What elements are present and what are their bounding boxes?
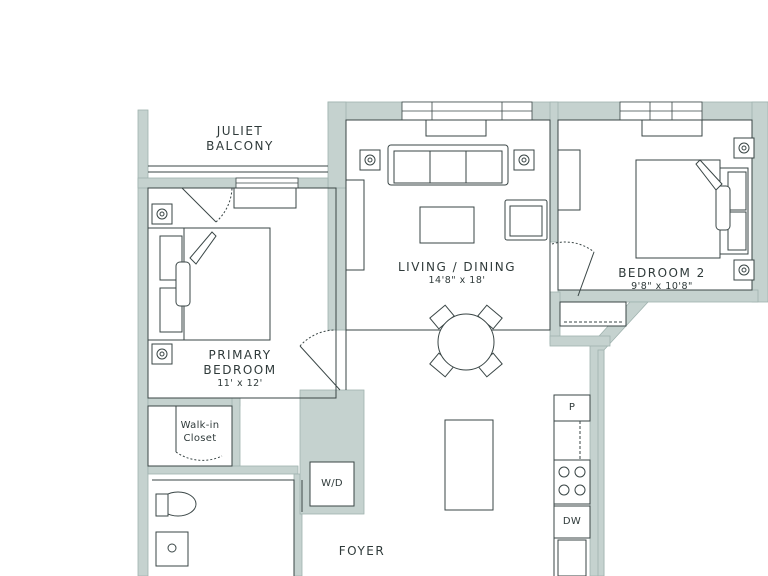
kitchen bbox=[309, 394, 591, 576]
balcony-rail bbox=[148, 165, 328, 173]
bedroom-2-label: BEDROOM 2 9'8" x 10'8" bbox=[610, 266, 714, 293]
foyer-label: FOYER bbox=[338, 544, 386, 558]
living-dining-dimensions: 14'8" x 18' bbox=[428, 275, 486, 286]
bedroom2-furniture bbox=[233, 119, 755, 327]
juliet-balcony-line1: JULIET bbox=[216, 124, 264, 138]
pantry-label: P bbox=[568, 402, 576, 413]
doors bbox=[175, 187, 595, 512]
dishwasher-label: DW bbox=[562, 516, 582, 527]
living-furniture bbox=[345, 144, 548, 511]
walk-in-closet-label: Walk-in Closet bbox=[168, 419, 232, 445]
bathroom-fixtures bbox=[155, 491, 197, 567]
primary-bedroom-line1: PRIMARY bbox=[208, 348, 272, 362]
juliet-balcony-label: JULIET BALCONY bbox=[196, 124, 284, 154]
walk-in-closet-line1: Walk-in bbox=[180, 420, 220, 431]
windows bbox=[235, 101, 703, 189]
bedroom-2-dimensions: 9'8" x 10'8" bbox=[631, 281, 693, 292]
walk-in-closet-line2: Closet bbox=[183, 433, 217, 444]
primary-bedroom-label: PRIMARY BEDROOM 11' x 12' bbox=[190, 348, 290, 390]
washer-dryer-label: W/D bbox=[321, 478, 343, 489]
living-dining-label: LIVING / DINING 14'8" x 18' bbox=[390, 260, 524, 287]
juliet-balcony-line2: BALCONY bbox=[206, 139, 274, 153]
primary-bedroom-line2: BEDROOM bbox=[203, 363, 277, 377]
primary-bedroom-dimensions: 11' x 12' bbox=[217, 378, 263, 389]
primary-bedroom-furniture bbox=[147, 203, 271, 365]
bedroom-2-name: BEDROOM 2 bbox=[618, 266, 706, 280]
living-dining-name: LIVING / DINING bbox=[398, 260, 516, 274]
